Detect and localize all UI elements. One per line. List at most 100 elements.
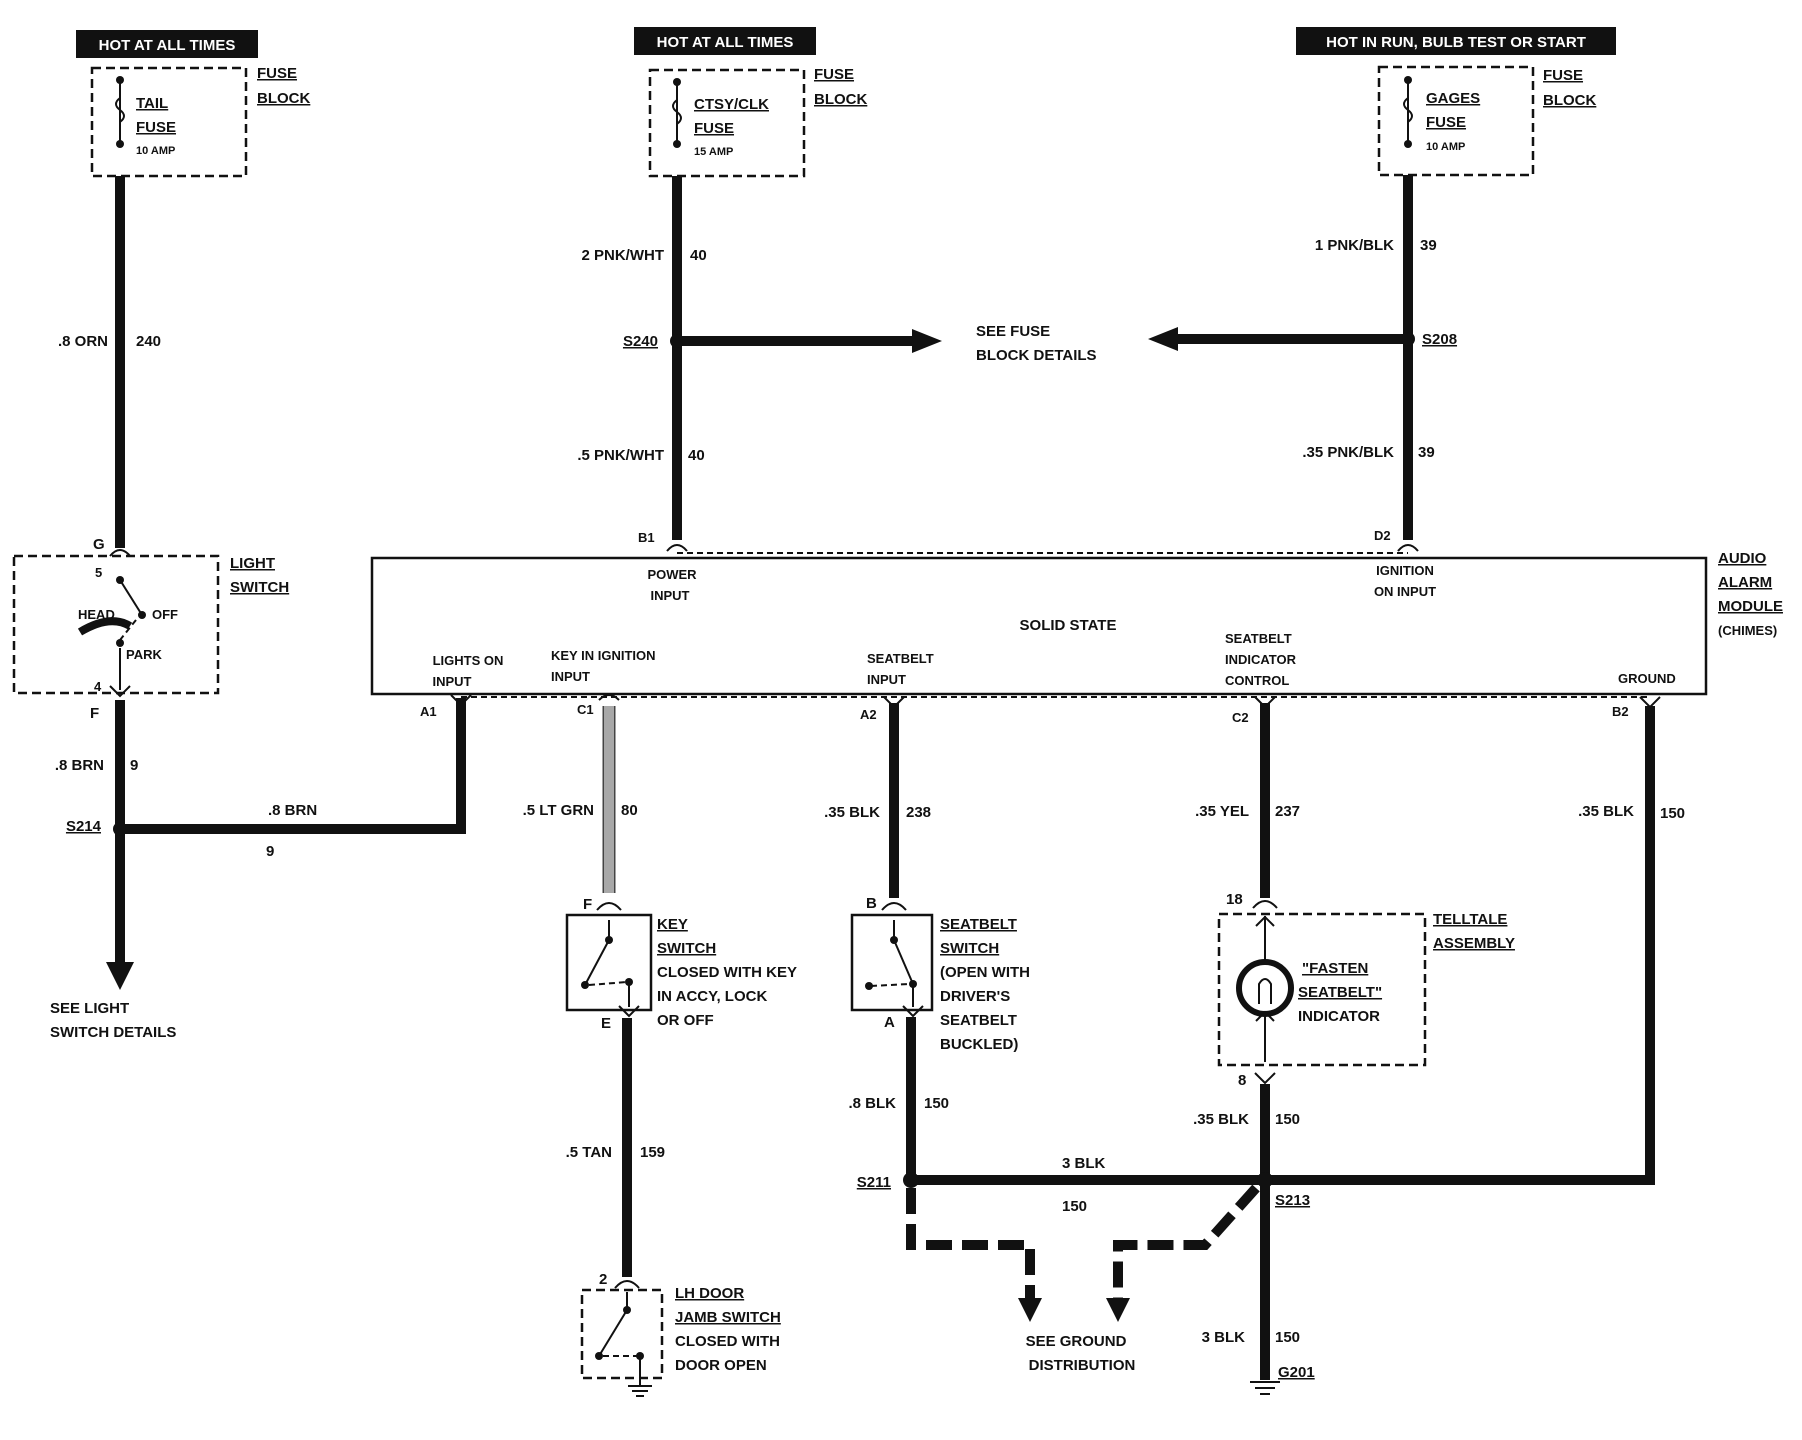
ctsy-fuse-box bbox=[648, 68, 806, 178]
wire-ls-out-gauge: .8 BRN bbox=[55, 757, 104, 774]
module-ground: GROUND bbox=[1618, 671, 1676, 686]
module-pin-b1: B1 bbox=[638, 530, 655, 545]
module-pin-b2-connector bbox=[1639, 696, 1661, 709]
ctsy-fuse-block-label-2: BLOCK bbox=[814, 91, 867, 108]
seatbelt-indicator-filament bbox=[1258, 978, 1272, 1004]
light-switch-group: G 5 HEAD OFF PARK 4 F LIGHT SWITCH bbox=[12, 536, 289, 722]
light-switch-off-contact bbox=[138, 611, 146, 619]
module-pin-d2-connector bbox=[1397, 544, 1419, 552]
tail-fuse-word: FUSE bbox=[136, 119, 176, 136]
see-fuse-block-details-2: BLOCK DETAILS bbox=[976, 347, 1097, 364]
tail-hot-banner-text: HOT AT ALL TIMES bbox=[99, 37, 236, 54]
seatbelt-switch-desc-4: BUCKLED) bbox=[940, 1036, 1018, 1053]
wire-sbsw-gnd-circuit: 150 bbox=[924, 1095, 949, 1112]
door-jamb-blade bbox=[598, 1309, 628, 1357]
module-box bbox=[370, 556, 1708, 696]
wire-ls-out-circuit: 9 bbox=[130, 757, 138, 774]
see-light-switch-details-2: SWITCH DETAILS bbox=[50, 1024, 176, 1041]
light-switch-pin-4-connector bbox=[109, 685, 131, 698]
audio-alarm-module: B1 D2 POWER INPUT IGNITION ON INPUT SOLI… bbox=[370, 528, 1783, 725]
telltale-label-1: TELLTALE bbox=[1433, 911, 1507, 928]
wire-jamb-circuit: 159 bbox=[640, 1144, 665, 1161]
module-lights-on-input-2: INPUT bbox=[433, 674, 472, 689]
wire-ctsy-lower-circuit: 40 bbox=[688, 447, 705, 464]
seatbelt-switch-group: B A SEATBELT SWITCH (OPEN WITH DRIVER'S … bbox=[850, 895, 1030, 1053]
telltale-lead-bottom-arrow bbox=[1255, 1010, 1275, 1022]
light-switch-pin-g-connector bbox=[109, 549, 131, 557]
module-ignition-input-1: IGNITION bbox=[1376, 563, 1434, 578]
tail-fuse-name: TAIL bbox=[136, 95, 168, 112]
ctsy-hot-banner-text: HOT AT ALL TIMES bbox=[657, 34, 794, 51]
seatbelt-switch-desc-2: DRIVER'S bbox=[940, 988, 1010, 1005]
wire-tail-gauge: .8 ORN bbox=[58, 333, 108, 350]
wire-indicator-circuit: 237 bbox=[1275, 803, 1300, 820]
splice-s211-label: S211 bbox=[857, 1174, 891, 1191]
ctsy-fuse-terminal-top bbox=[673, 78, 681, 86]
seatbelt-switch-label-1: SEATBELT bbox=[940, 916, 1017, 933]
seatbelt-switch-pin-a: A bbox=[884, 1014, 895, 1031]
module-ignition-input-2: ON INPUT bbox=[1374, 584, 1436, 599]
gages-fuse-group: HOT IN RUN, BULB TEST OR START GAGES FUS… bbox=[1296, 27, 1616, 177]
splice-s211 bbox=[903, 1172, 919, 1188]
telltale-pin-18: 18 bbox=[1226, 891, 1243, 908]
seatbelt-switch-label-2: SWITCH bbox=[940, 940, 999, 957]
light-switch-label-2: SWITCH bbox=[230, 579, 289, 596]
arrow-see-light-switch-head bbox=[106, 962, 134, 990]
ctsy-fuse-word: FUSE bbox=[694, 120, 734, 137]
module-power-input-2: INPUT bbox=[651, 588, 690, 603]
key-switch-blade bbox=[584, 939, 610, 986]
seatbelt-switch-pin-b-connector bbox=[881, 902, 907, 911]
door-jamb-label-1: LH DOOR bbox=[675, 1285, 744, 1302]
light-switch-park-contact bbox=[116, 639, 124, 647]
wire-key-circuit: 80 bbox=[621, 802, 638, 819]
tail-fuse-terminal-top bbox=[116, 76, 124, 84]
wire-tt-gnd-circuit: 150 bbox=[1275, 1111, 1300, 1128]
telltale-label-2: ASSEMBLY bbox=[1433, 935, 1515, 952]
door-jamb-pin-2: 2 bbox=[599, 1271, 607, 1288]
gages-fuse-terminal-bottom bbox=[1404, 140, 1412, 148]
module-pin-b1-connector bbox=[666, 544, 688, 552]
telltale-indicator-2: SEATBELT" bbox=[1298, 984, 1382, 1001]
key-switch-pin-e-connector bbox=[618, 1005, 640, 1018]
light-switch-head-arc bbox=[77, 617, 133, 636]
wire-lights-on-gauge: .8 BRN bbox=[268, 802, 317, 819]
ground-g201-label: G201 bbox=[1278, 1364, 1315, 1381]
ctsy-fuse-terminal-bottom bbox=[673, 140, 681, 148]
see-ground-distribution-1: SEE GROUND bbox=[1026, 1333, 1127, 1350]
ctsy-fuse-block-label-1: FUSE bbox=[814, 66, 854, 83]
path-s211-to-ground-distribution bbox=[906, 1188, 1035, 1302]
wire-lights-on-circuit: 9 bbox=[266, 843, 274, 860]
seatbelt-indicator-lamp-icon bbox=[1236, 959, 1294, 1017]
light-switch-off: OFF bbox=[152, 607, 178, 622]
wire-seatbelt-circuit: 238 bbox=[906, 804, 931, 821]
wire-gages-upper-circuit: 39 bbox=[1420, 237, 1437, 254]
wire-gages-lower-gauge: .35 PNK/BLK bbox=[1302, 444, 1394, 461]
ctsy-fuse-name: CTSY/CLK bbox=[694, 96, 769, 113]
wire-ctsy-upper-gauge: 2 PNK/WHT bbox=[582, 247, 665, 264]
splice-s240-label: S240 bbox=[623, 333, 658, 350]
wire-gages-upper-gauge: 1 PNK/BLK bbox=[1315, 237, 1394, 254]
module-name-2: ALARM bbox=[1718, 574, 1772, 591]
module-lights-on-input-1: LIGHTS ON bbox=[433, 653, 504, 668]
light-switch-pin-f: F bbox=[90, 705, 99, 722]
wire-bus-circuit: 150 bbox=[1062, 1198, 1087, 1215]
tail-fuse-rating: 10 AMP bbox=[136, 145, 175, 157]
telltale-indicator-3: INDICATOR bbox=[1298, 1008, 1380, 1025]
wire-module-ground bbox=[1265, 706, 1655, 1185]
door-jamb-label-2: JAMB SWITCH bbox=[675, 1309, 781, 1326]
path-s213-to-ground-distribution bbox=[1113, 1184, 1260, 1302]
telltale-group: 18 "FASTEN SEATBELT" INDICATOR 8 TELLTAL… bbox=[1217, 891, 1515, 1089]
gages-hot-banner-text: HOT IN RUN, BULB TEST OR START bbox=[1326, 34, 1586, 51]
door-jamb-contact-a bbox=[595, 1352, 603, 1360]
wire-bus-gauge: 3 BLK bbox=[1062, 1155, 1106, 1172]
module-name-3: MODULE bbox=[1718, 598, 1783, 615]
gages-fuse-terminal-top bbox=[1404, 76, 1412, 84]
wire-ground-circuit: 150 bbox=[1660, 805, 1685, 822]
wire-g201-gauge: 3 BLK bbox=[1202, 1329, 1246, 1346]
wire-ctsy-lower-gauge: .5 PNK/WHT bbox=[577, 447, 664, 464]
light-switch-label-1: LIGHT bbox=[230, 555, 275, 572]
key-switch-pin-e: E bbox=[601, 1015, 611, 1032]
seatbelt-switch-pin-b: B bbox=[866, 895, 877, 912]
wire-tail-circuit: 240 bbox=[136, 333, 161, 350]
seatbelt-switch-box bbox=[850, 913, 934, 1012]
